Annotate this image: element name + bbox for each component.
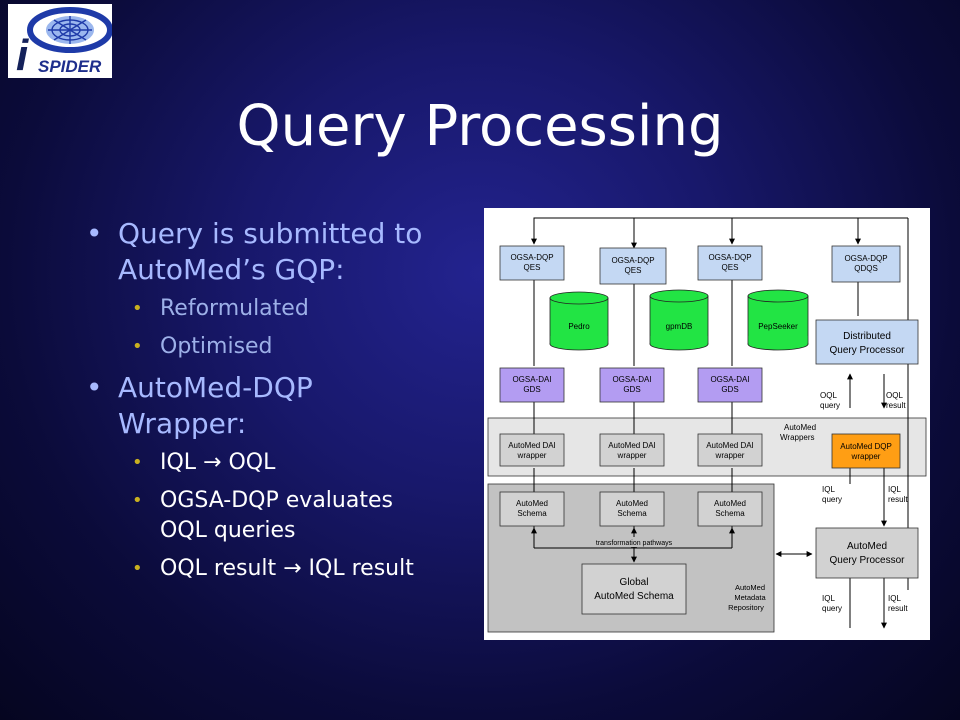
svg-text:result: result	[888, 495, 908, 504]
svg-text:AutoMed Schema: AutoMed Schema	[594, 591, 674, 602]
svg-text:wrapper: wrapper	[617, 451, 647, 460]
metadata-repository-label: AutoMed Metadata Repository	[728, 583, 766, 612]
oql-result-label: OQL result	[886, 391, 906, 410]
svg-text:OGSA-DQP: OGSA-DQP	[510, 253, 553, 262]
svg-text:wrapper: wrapper	[851, 452, 881, 461]
svg-text:IQL: IQL	[888, 594, 901, 603]
svg-text:Schema: Schema	[517, 509, 547, 518]
database-gpmdb: gpmDB	[649, 289, 709, 351]
svg-text:OQL: OQL	[820, 391, 837, 400]
svg-text:AutoMed: AutoMed	[784, 423, 816, 432]
bullet-list: Query is submitted to AutoMed’s GQP: Ref…	[86, 216, 446, 592]
dai-wrapper-2: AutoMed DAI wrapper	[599, 433, 665, 467]
svg-text:wrapper: wrapper	[715, 451, 745, 460]
sub-bullet-oql-result: OQL result → IQL result	[118, 554, 446, 584]
iql-query-label-1: IQL query	[822, 485, 842, 504]
database-pepseeker: PepSeeker	[747, 289, 809, 351]
dai-wrapper-3: AutoMed DAI wrapper	[697, 433, 763, 467]
svg-text:Distributed: Distributed	[843, 331, 891, 342]
svg-text:IQL: IQL	[888, 485, 901, 494]
svg-text:QES: QES	[722, 263, 739, 272]
svg-text:AutoMed: AutoMed	[616, 499, 648, 508]
svg-text:result: result	[888, 604, 908, 613]
bullet-automed-dqp-wrapper: AutoMed-DQP Wrapper: IQL → OQL OGSA-DQP …	[86, 370, 446, 584]
gds-box-2: OGSA-DAI GDS	[599, 367, 665, 403]
iql-result-label-1: IQL result	[888, 485, 908, 504]
svg-text:OGSA-DAI: OGSA-DAI	[612, 375, 651, 384]
svg-text:query: query	[820, 401, 840, 410]
svg-text:query: query	[822, 495, 842, 504]
svg-text:IQL: IQL	[822, 594, 835, 603]
bullet-query-submitted: Query is submitted to AutoMed’s GQP: Ref…	[86, 216, 446, 362]
sub-bullet-list-1: Reformulated Optimised	[118, 294, 446, 362]
automed-schema-2: AutoMed Schema	[599, 491, 665, 527]
distributed-query-processor: Distributed Query Processor	[815, 319, 919, 365]
svg-text:Pedro: Pedro	[568, 322, 590, 331]
sub-bullet-iql-oql: IQL → OQL	[118, 448, 446, 478]
dai-wrapper-1: AutoMed DAI wrapper	[499, 433, 565, 467]
architecture-diagram: OGSA-DQP QES OGSA-DQP QES OGSA-DQP QES O…	[484, 208, 930, 640]
svg-text:OGSA-DQP: OGSA-DQP	[844, 254, 887, 263]
page-title: Query Processing	[236, 94, 724, 159]
svg-text:AutoMed: AutoMed	[714, 499, 746, 508]
logo-text: SPIDER	[38, 57, 102, 76]
svg-text:IQL: IQL	[822, 485, 835, 494]
svg-text:AutoMed DAI: AutoMed DAI	[608, 441, 656, 450]
svg-text:query: query	[822, 604, 842, 613]
sub-bullet-reformulated: Reformulated	[118, 294, 446, 324]
svg-text:Wrappers: Wrappers	[780, 433, 815, 442]
svg-text:i: i	[16, 31, 29, 78]
svg-text:AutoMed DQP: AutoMed DQP	[840, 442, 892, 451]
svg-text:OGSA-DQP: OGSA-DQP	[611, 256, 654, 265]
svg-text:GDS: GDS	[523, 385, 540, 394]
automed-schema-3: AutoMed Schema	[697, 491, 763, 527]
svg-text:Repository: Repository	[728, 603, 764, 612]
svg-text:GDS: GDS	[721, 385, 738, 394]
svg-text:Metadata: Metadata	[734, 593, 766, 602]
sub-bullet-list-2: IQL → OQL OGSA-DQP evaluates OQL queries…	[118, 448, 446, 584]
gds-box-3: OGSA-DAI GDS	[697, 367, 763, 403]
oql-query-label: OQL query	[820, 391, 840, 410]
svg-text:OGSA-DAI: OGSA-DAI	[512, 375, 551, 384]
qes-box-2: OGSA-DQP QES	[599, 247, 667, 285]
svg-text:AutoMed DAI: AutoMed DAI	[508, 441, 556, 450]
svg-text:AutoMed DAI: AutoMed DAI	[706, 441, 754, 450]
svg-text:OGSA-DQP: OGSA-DQP	[708, 253, 751, 262]
svg-text:AutoMed: AutoMed	[516, 499, 548, 508]
iql-query-label-2: IQL query	[822, 594, 842, 613]
qes-box-1: OGSA-DQP QES	[499, 245, 565, 281]
iql-result-label-2: IQL result	[888, 594, 908, 613]
transformation-pathways-label: transformation pathways	[596, 540, 673, 547]
automed-schema-1: AutoMed Schema	[499, 491, 565, 527]
dqp-wrapper: AutoMed DQP wrapper	[831, 433, 901, 469]
svg-text:result: result	[886, 401, 906, 410]
svg-text:OQL: OQL	[886, 391, 903, 400]
svg-text:Query Processor: Query Processor	[829, 345, 905, 356]
svg-text:gpmDB: gpmDB	[666, 322, 693, 331]
svg-text:AutoMed: AutoMed	[847, 541, 887, 552]
svg-text:Query Processor: Query Processor	[829, 555, 905, 566]
database-pedro: Pedro	[549, 291, 609, 351]
gds-box-1: OGSA-DAI GDS	[499, 367, 565, 403]
svg-text:PepSeeker: PepSeeker	[758, 322, 798, 331]
svg-text:GDS: GDS	[623, 385, 640, 394]
sub-bullet-optimised: Optimised	[118, 332, 446, 362]
svg-text:wrapper: wrapper	[517, 451, 547, 460]
qdqs-box: OGSA-DQP QDQS	[831, 245, 901, 283]
automed-wrappers-label: AutoMed Wrappers	[780, 423, 816, 442]
svg-text:OGSA-DAI: OGSA-DAI	[710, 375, 749, 384]
svg-text:Global: Global	[620, 577, 649, 588]
svg-text:AutoMed: AutoMed	[735, 583, 765, 592]
global-automed-schema: Global AutoMed Schema	[581, 563, 687, 615]
ispider-logo: i SPIDER	[8, 4, 113, 80]
qes-box-3: OGSA-DQP QES	[697, 245, 763, 281]
svg-text:Schema: Schema	[617, 509, 647, 518]
svg-text:Schema: Schema	[715, 509, 745, 518]
automed-query-processor: AutoMed Query Processor	[815, 527, 919, 579]
svg-text:QES: QES	[625, 266, 642, 275]
svg-text:QDQS: QDQS	[854, 264, 878, 273]
svg-text:QES: QES	[524, 263, 541, 272]
sub-bullet-ogsa-evaluates: OGSA-DQP evaluates OQL queries	[118, 486, 446, 546]
